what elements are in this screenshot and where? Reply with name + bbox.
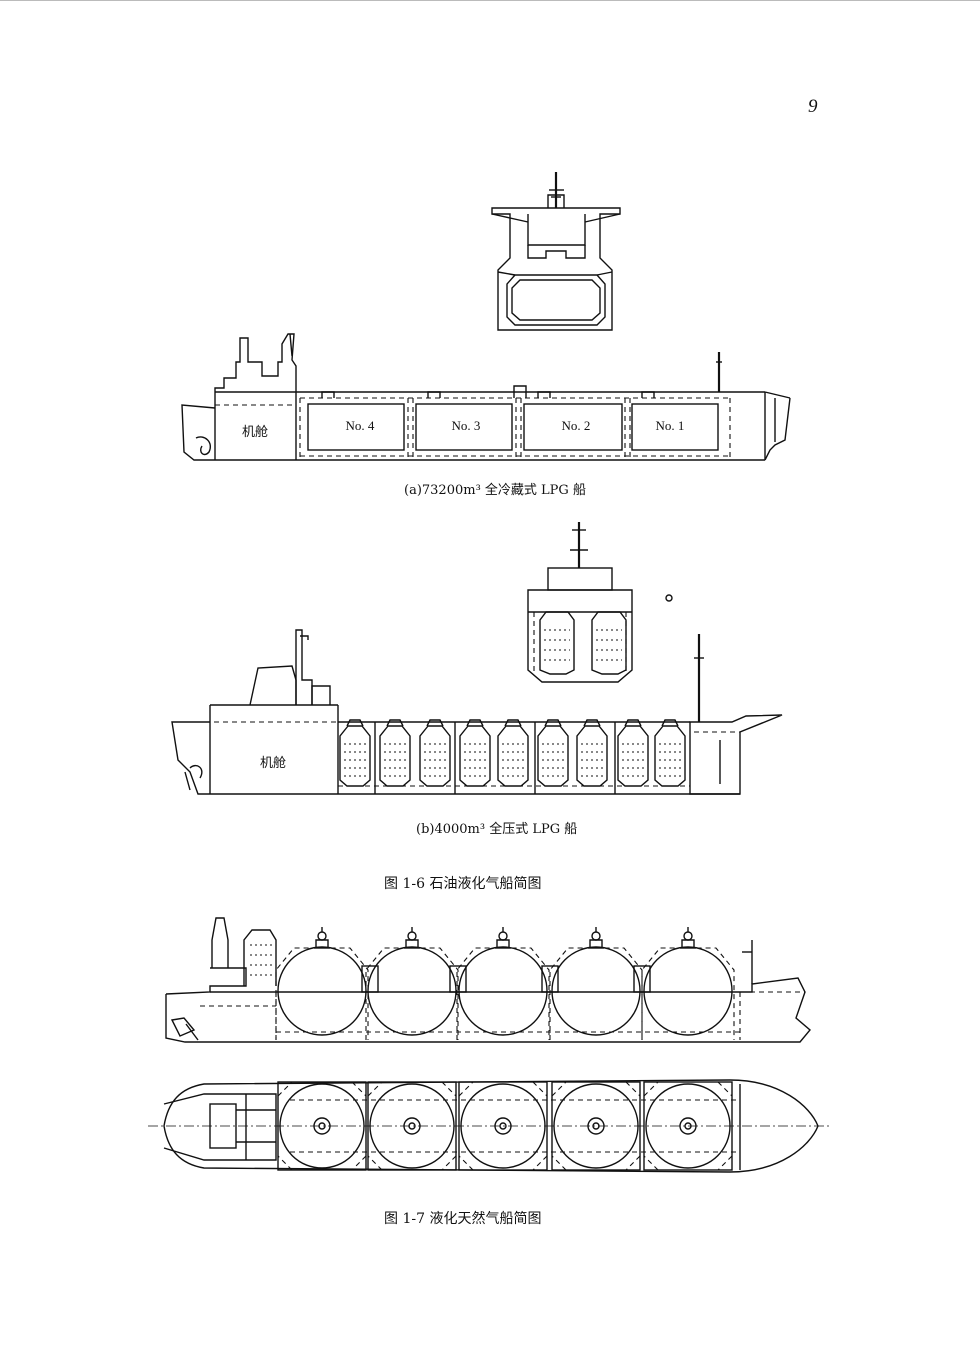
fig-1-7-ship-profile	[165, 917, 811, 1043]
fig-a-tank-no3: No. 3	[452, 418, 481, 433]
fig-a-caption: (a)73200m³ 全冷藏式 LPG 船	[404, 483, 586, 498]
lng-sphere-tank	[365, 927, 459, 1040]
pressure-tank	[654, 719, 686, 787]
tank-support	[633, 965, 651, 993]
fig-1-7-plan-tanks	[277, 1081, 733, 1171]
pressure-tank	[497, 719, 529, 787]
fig-1-7-side-tanks	[275, 927, 735, 1040]
page-number: 9	[808, 96, 818, 117]
lng-sphere-tank	[275, 927, 369, 1040]
lng-sphere-tank-plan	[643, 1081, 733, 1171]
fig-a-engine-room-label: 机舱	[242, 425, 268, 440]
tank-support	[541, 965, 559, 993]
pressure-tank	[576, 719, 608, 787]
fig-1-7-plan-view	[148, 1079, 830, 1173]
lng-sphere-tank-plan	[367, 1081, 457, 1171]
figure-1-6-title: 图 1-6 石油液化气船简图	[384, 876, 542, 892]
page-top-rule	[0, 0, 980, 1]
figure-1-7-title: 图 1-7 液化天然气船简图	[384, 1211, 542, 1227]
pressure-tank	[617, 719, 649, 787]
fig-b-engine-room-label: 机舱	[260, 756, 286, 771]
pressure-tank	[459, 719, 491, 787]
lng-sphere-tank-plan	[551, 1081, 641, 1171]
fig-a-tank-no4: No. 4	[346, 418, 375, 433]
fig-a-tank-no2: No. 2	[562, 418, 591, 433]
fig-b-pressure-tanks	[339, 719, 686, 787]
lng-sphere-tank-plan	[277, 1081, 367, 1171]
fig-b-midship-section	[527, 522, 673, 683]
pressure-tank	[339, 719, 371, 787]
fig-b-ship-profile: 机舱	[171, 629, 783, 795]
tank-support	[361, 965, 379, 993]
pressure-tank	[537, 719, 569, 787]
fig-a-midship-section	[491, 172, 621, 331]
pressure-tank	[419, 719, 451, 787]
fig-a-ship-profile: 机舱 No. 4 No. 3 No. 2 No. 1	[181, 333, 791, 461]
fig-a-tank-no1: No. 1	[656, 418, 685, 433]
pressure-tank	[379, 719, 411, 787]
lng-sphere-tank-plan	[458, 1081, 548, 1171]
tank-support	[449, 965, 467, 993]
lng-sphere-tank	[641, 927, 735, 1040]
fig-b-caption: (b)4000m³ 全压式 LPG 船	[416, 822, 578, 837]
lng-sphere-tank	[549, 927, 643, 1040]
lng-sphere-tank	[456, 927, 550, 1040]
